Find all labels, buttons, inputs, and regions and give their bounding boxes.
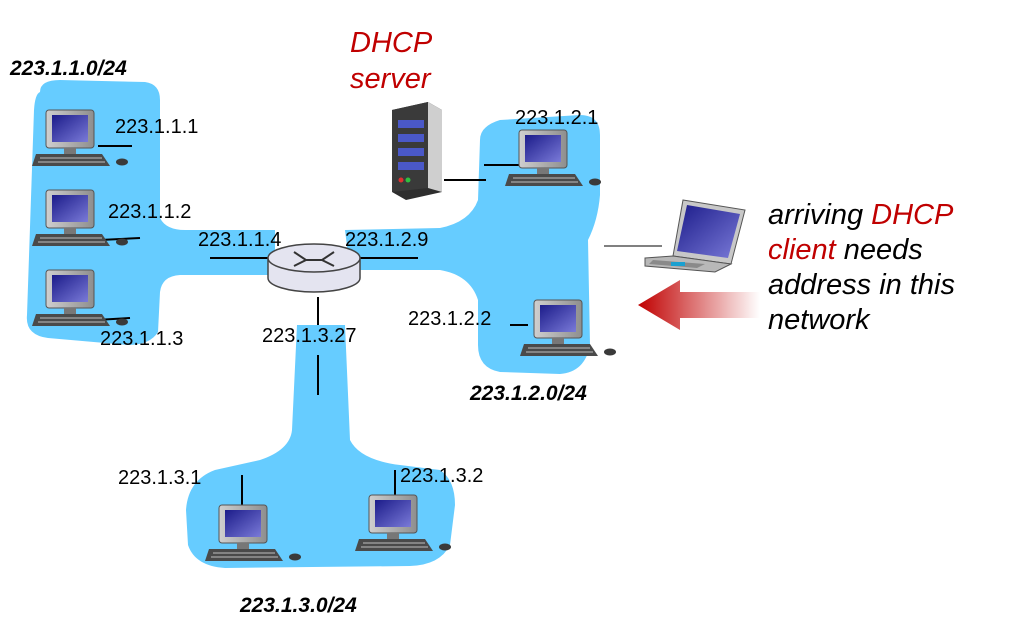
ip-223-1-1-1: 223.1.1.1 (115, 116, 198, 138)
client-note-line3: address in this (768, 269, 955, 301)
server-label-line2: server (350, 63, 432, 95)
router-if-bottom: 223.1.3.27 (262, 325, 357, 347)
ip-223-1-3-1: 223.1.3.1 (118, 467, 201, 489)
ip-223-1-3-2: 223.1.3.2 (400, 465, 483, 487)
router-if-right: 223.1.2.9 (345, 229, 428, 251)
host-223-1-2-2 (519, 299, 617, 357)
arrow-left-icon (638, 280, 760, 330)
ip-223-1-1-2: 223.1.1.2 (108, 201, 191, 223)
server-icon (392, 102, 442, 200)
ip-223-1-2-2: 223.1.2.2 (408, 308, 491, 330)
server-label-line1: DHCP (350, 27, 433, 59)
client-note-line1: arriving DHCP (768, 199, 954, 231)
subnet-label-right: 223.1.2.0/24 (469, 382, 587, 405)
router-icon (267, 243, 361, 293)
ip-223-1-1-3: 223.1.1.3 (100, 328, 183, 350)
ip-223-1-2-1: 223.1.2.1 (515, 107, 598, 129)
client-note-line4: network (768, 304, 871, 336)
laptop-icon (644, 199, 746, 273)
client-note-line2: client needs (768, 234, 923, 266)
subnet-label-bottom: 223.1.3.0/24 (239, 594, 357, 617)
subnet-label-left: 223.1.1.0/24 (9, 57, 127, 80)
router-if-left: 223.1.1.4 (198, 229, 281, 251)
